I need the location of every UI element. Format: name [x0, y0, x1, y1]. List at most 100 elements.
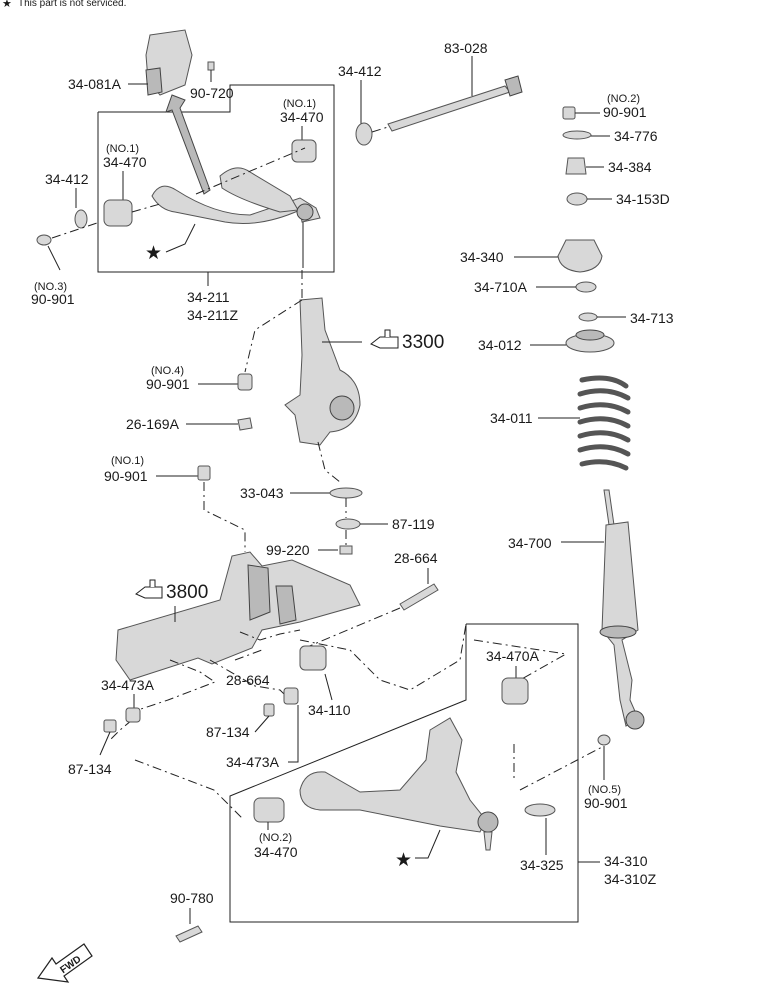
coil-spring-34-011: [577, 375, 631, 471]
bushing-34-470-b: [103, 199, 133, 227]
label-90-720: 90-720: [190, 85, 234, 101]
label-34-473A-b: 34-473A: [226, 754, 280, 770]
nut-90-901-no4: [237, 373, 253, 391]
label-no2-bot: (NO.2): [259, 832, 292, 844]
label-28-664-b: 28-664: [226, 672, 270, 688]
bolt-99-220: [339, 545, 353, 555]
ref-3800[interactable]: 3800: [166, 582, 208, 603]
nut-90-901-no1: [197, 465, 211, 481]
label-99-220: 99-220: [266, 542, 310, 558]
label-34-211Z: 34-211Z: [187, 307, 239, 323]
label-no4: (NO.4): [151, 365, 184, 377]
label-90-901-no3: 90-901: [31, 291, 75, 307]
header-note: ★ This part is not serviced.: [2, 0, 126, 10]
label-34-012: 34-012: [478, 337, 522, 353]
bolt-90-720: [207, 61, 215, 71]
nut-90-901-no5: [597, 734, 611, 746]
dust-cover-33-043: [329, 487, 363, 499]
label-34-211: 34-211: [187, 289, 230, 305]
label-34-110: 34-110: [308, 702, 351, 718]
note-star: ★: [2, 0, 12, 10]
frame-bracket: [247, 564, 271, 621]
frame-bracket-rear: [275, 585, 297, 625]
label-no2-top: (NO.2): [607, 93, 640, 105]
seat-34-713: [578, 312, 598, 322]
shock-absorber-34-700: [601, 521, 639, 727]
spring-seat-upper: [575, 329, 605, 341]
bushing-34-473A-a: [125, 707, 141, 723]
label-34-310: 34-310: [604, 853, 648, 869]
label-34-412-top: 34-412: [338, 63, 382, 79]
label-no3: (NO.3): [34, 281, 67, 293]
bushing-34-470-c: [253, 797, 285, 823]
lower-arm-group-box: [229, 623, 579, 923]
bolt-28-664-a: [399, 583, 439, 611]
label-34-710A: 34-710A: [474, 279, 528, 295]
label-28-664-a: 28-664: [394, 550, 438, 566]
nut-87-134-b: [263, 703, 275, 717]
washer-87-119: [335, 518, 361, 530]
label-34-700: 34-700: [508, 535, 552, 551]
bushing-34-110: [299, 645, 327, 671]
ref-3300[interactable]: 3300: [402, 332, 444, 353]
label-34-384: 34-384: [608, 159, 652, 175]
label-34-011: 34-011: [490, 410, 533, 426]
label-87-134-a: 87-134: [206, 724, 250, 740]
washer-34-412-left: [74, 209, 88, 229]
label-34-325: 34-325: [520, 857, 564, 873]
not-serviced-star-lower: ★: [395, 850, 412, 871]
knuckle-hub-boss: [329, 395, 355, 421]
fwd-arrow-icon: FWD: [36, 943, 93, 983]
label-34-470-c: 34-470: [254, 844, 298, 860]
label-34-310Z: 34-310Z: [604, 871, 657, 887]
bushing-34-384: [565, 157, 587, 175]
label-33-043: 33-043: [240, 485, 284, 501]
label-34-713: 34-713: [630, 310, 674, 326]
lower-ball-joint: [477, 811, 499, 833]
bump-stop-rubber: [145, 67, 163, 96]
steering-knuckle: [284, 297, 361, 446]
label-34-470-b: 34-470: [103, 154, 147, 170]
bushing-34-473A-b: [283, 687, 299, 705]
upper-arm-group-box: [97, 84, 335, 273]
bushing-34-470A: [501, 677, 529, 705]
lower-control-arm-34-310: [299, 717, 487, 833]
label-no1-a: (NO.1): [283, 98, 316, 110]
shock-rod: [603, 489, 615, 526]
label-90-901-top: 90-901: [603, 104, 647, 120]
label-no1-c: (NO.1): [111, 455, 144, 467]
cotter-pin-26-169A: [237, 417, 253, 431]
lower-ball-joint-stud: [483, 831, 493, 851]
nut-90-901-top: [562, 106, 576, 120]
label-no1-b: (NO.1): [106, 143, 139, 155]
upper-ball-joint: [296, 203, 314, 221]
note-text: This part is not serviced.: [18, 0, 126, 9]
label-90-780: 90-780: [170, 890, 214, 906]
washer-34-153D: [566, 192, 588, 206]
washer-34-776: [562, 130, 592, 140]
label-87-134-b: 87-134: [68, 761, 112, 777]
label-34-776: 34-776: [614, 128, 658, 144]
label-34-153D: 34-153D: [616, 191, 670, 207]
label-90-901-no5: 90-901: [584, 795, 628, 811]
label-34-470A: 34-470A: [486, 648, 540, 664]
upper-control-arm-front: [219, 167, 299, 213]
label-83-028: 83-028: [444, 40, 488, 56]
strut-mount-34-340: [557, 239, 603, 273]
shock-lower-eye: [625, 710, 645, 730]
label-34-412-left: 34-412: [45, 171, 89, 187]
label-34-470-a: 34-470: [280, 109, 324, 125]
label-90-901-no1: 90-901: [104, 468, 148, 484]
washer-34-412-top: [355, 122, 373, 146]
not-serviced-star-upper: ★: [145, 243, 162, 264]
pointing-hand-icon: [135, 579, 163, 599]
seal-34-325: [524, 803, 556, 817]
bracket-indicator-arrow: [165, 94, 211, 195]
label-87-119: 87-119: [392, 516, 435, 532]
pointing-hand-icon: [370, 329, 399, 349]
bolt-83-028: [387, 85, 511, 132]
nut-87-134-a: [103, 719, 117, 733]
label-26-169A: 26-169A: [126, 416, 180, 432]
bolt-83-028-head: [504, 75, 523, 97]
